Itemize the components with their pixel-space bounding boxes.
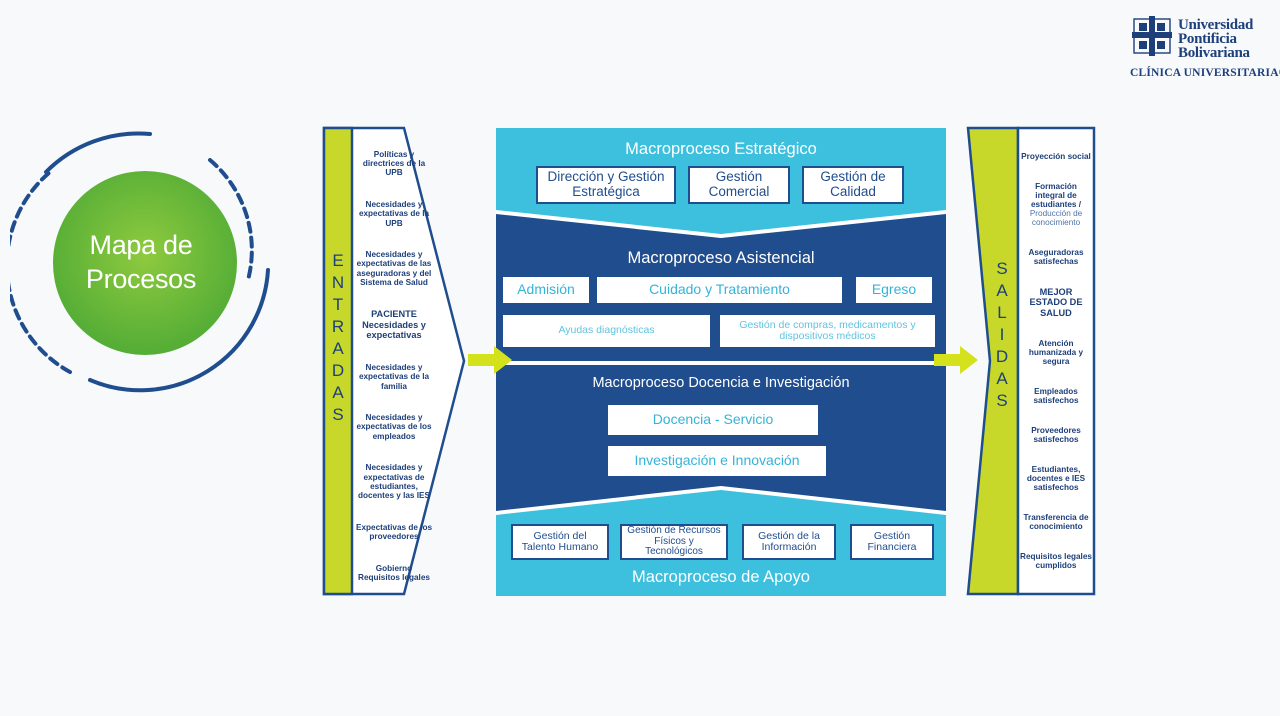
process-box: Cuidado y Tratamiento bbox=[597, 277, 842, 303]
salida-item: Estudiantes, docentes e IES satisfechos bbox=[1026, 464, 1086, 492]
entrada-item: Necesidades y expectativas de la UPB bbox=[358, 200, 430, 228]
title-line-2: Procesos bbox=[85, 264, 197, 294]
process-box: Admisión bbox=[503, 277, 589, 303]
section-title-apoyo: Macroproceso de Apoyo bbox=[632, 568, 810, 586]
salida-item: Requisitos legales cumplidos bbox=[1020, 551, 1092, 570]
salida-item: Atención humanizada y segura bbox=[1028, 338, 1084, 367]
logo-line-3: Bolivariana bbox=[1178, 45, 1250, 61]
process-box: Gestión de la Información bbox=[742, 524, 836, 560]
entrada-item: Necesidades y expectativas de estudiante… bbox=[358, 463, 430, 500]
entrada-item: Gobierno Requisitos legales bbox=[358, 563, 430, 582]
salida-item: MEJOR ESTADO DE SALUD bbox=[1029, 287, 1083, 318]
section-title-docencia: Macroproceso Docencia e Investigación bbox=[592, 375, 850, 391]
salidas-list: Proyección social Formación integral de … bbox=[1020, 152, 1092, 570]
salida-item: Proveedores satisfechos bbox=[1031, 425, 1081, 444]
salida-item: Formación integral de estudiantes / bbox=[1030, 181, 1082, 210]
upb-logo: Universidad Pontificia Bolivariana CLÍNI… bbox=[1128, 10, 1280, 84]
salidas-label: S A L I D A S bbox=[995, 259, 1009, 410]
entradas-list: Políticas y directrices de la UPB Necesi… bbox=[354, 150, 434, 582]
entrada-item: Políticas y directrices de la UPB bbox=[362, 150, 426, 178]
salida-item: Aseguradoras satisfechas bbox=[1028, 248, 1084, 267]
entrada-item: Necesidades y expectativas de la familia bbox=[358, 363, 430, 391]
salida-item: Proyección social bbox=[1021, 152, 1091, 161]
shield-cross-icon bbox=[1132, 16, 1172, 56]
salidas-panel bbox=[966, 126, 1096, 596]
logo-subtitle: CLÍNICA UNIVERSITARIA® bbox=[1130, 67, 1280, 79]
title-line-1: Mapa de bbox=[89, 230, 193, 260]
page-title: Mapa de Procesos bbox=[55, 228, 227, 296]
process-box: Gestión de Recursos Físicos y Tecnológic… bbox=[620, 524, 728, 560]
process-box: Docencia - Servicio bbox=[608, 405, 818, 435]
arrow-right-icon bbox=[468, 346, 512, 374]
entrada-item: Expectativas de los proveedores bbox=[356, 522, 432, 541]
process-box: Ayudas diagnósticas bbox=[503, 315, 710, 347]
process-box: Gestión Financiera bbox=[850, 524, 934, 560]
entradas-label: E N T R A D A S bbox=[331, 251, 345, 424]
process-box: Dirección y Gestión Estratégica bbox=[536, 166, 676, 204]
entrada-item: Necesidades y expectativas de los emplea… bbox=[356, 413, 432, 441]
title-circle bbox=[53, 171, 237, 355]
salida-item: Producción de conocimiento bbox=[1029, 209, 1083, 228]
salida-item: Transferencia de conocimiento bbox=[1023, 512, 1089, 531]
entradas-panel bbox=[322, 126, 466, 596]
salida-item: Empleados satisfechos bbox=[1033, 386, 1079, 405]
section-title-asistencial: Macroproceso Asistencial bbox=[627, 249, 815, 267]
process-box: Investigación e Innovación bbox=[608, 446, 826, 476]
process-box: Gestión de Calidad bbox=[802, 166, 904, 204]
salida-group: Formación integral de estudiantes / Prod… bbox=[1020, 182, 1092, 228]
process-box: Gestión de compras, medicamentos y dispo… bbox=[720, 315, 935, 347]
entrada-item: PACIENTE Necesidades y expectativas bbox=[362, 309, 426, 341]
title-ring bbox=[10, 131, 270, 393]
process-box: Gestión Comercial bbox=[688, 166, 790, 204]
arrow-right-icon bbox=[934, 346, 978, 374]
logo-line-2: Pontificia bbox=[1178, 31, 1237, 47]
process-box: Gestión del Talento Humano bbox=[511, 524, 609, 560]
section-title-estrategico: Macroproceso Estratégico bbox=[625, 140, 817, 158]
logo-line-1: Universidad bbox=[1178, 17, 1254, 33]
entrada-item: Necesidades y expectativas de las asegur… bbox=[356, 250, 432, 287]
process-box: Egreso bbox=[856, 277, 932, 303]
